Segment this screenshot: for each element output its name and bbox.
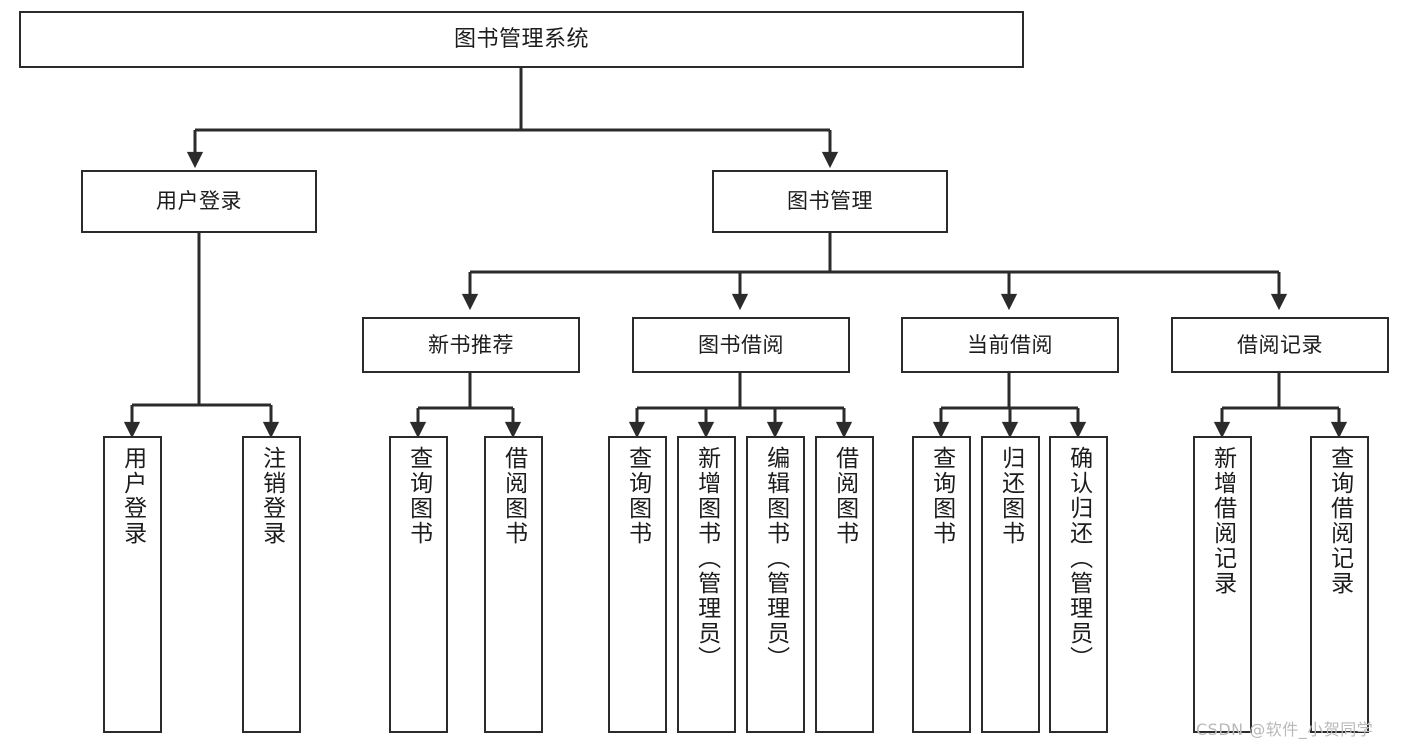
leaf-book-borrow-add-book-admin[interactable]: 新增图书（管理员） bbox=[677, 436, 736, 733]
node-label: 查询借阅记录 bbox=[1326, 446, 1353, 596]
node-label: 借阅图书 bbox=[831, 446, 858, 546]
node-user-login[interactable]: 用户登录 bbox=[81, 170, 317, 233]
node-label: 借阅记录 bbox=[1237, 332, 1323, 357]
node-label: 编辑图书（管理员） bbox=[762, 446, 789, 671]
node-label: 用户登录 bbox=[156, 189, 242, 214]
leaf-borrow-record-add-record[interactable]: 新增借阅记录 bbox=[1193, 436, 1252, 733]
node-book-management-system[interactable]: 图书管理系统 bbox=[19, 11, 1024, 68]
node-book-management[interactable]: 图书管理 bbox=[712, 170, 948, 233]
leaf-book-borrow-borrow-book[interactable]: 借阅图书 bbox=[815, 436, 874, 733]
node-book-borrowing[interactable]: 图书借阅 bbox=[632, 317, 850, 373]
node-label: 用户登录 bbox=[119, 446, 146, 546]
node-new-book-recommendation[interactable]: 新书推荐 bbox=[362, 317, 580, 373]
node-label: 查询图书 bbox=[624, 446, 651, 546]
node-label: 当前借阅 bbox=[967, 332, 1053, 357]
node-label: 借阅图书 bbox=[500, 446, 527, 546]
node-label: 确认归还（管理员） bbox=[1065, 446, 1092, 671]
csdn-watermark: CSDN @软件_小贺同学 bbox=[1196, 720, 1374, 739]
node-borrowing-records[interactable]: 借阅记录 bbox=[1171, 317, 1389, 373]
node-label: 归还图书 bbox=[997, 446, 1024, 546]
leaf-new-book-borrow-book[interactable]: 借阅图书 bbox=[484, 436, 543, 733]
leaf-book-borrow-query-book[interactable]: 查询图书 bbox=[608, 436, 667, 733]
node-label: 图书管理 bbox=[787, 189, 873, 214]
leaf-current-borrow-confirm-return-admin[interactable]: 确认归还（管理员） bbox=[1049, 436, 1108, 733]
leaf-current-borrow-return-book[interactable]: 归还图书 bbox=[981, 436, 1040, 733]
node-current-borrowing[interactable]: 当前借阅 bbox=[901, 317, 1119, 373]
leaf-borrow-record-query-record[interactable]: 查询借阅记录 bbox=[1310, 436, 1369, 733]
leaf-new-book-query-book[interactable]: 查询图书 bbox=[389, 436, 448, 733]
leaf-book-borrow-edit-book-admin[interactable]: 编辑图书（管理员） bbox=[746, 436, 805, 733]
node-label: 图书借阅 bbox=[698, 332, 784, 357]
leaf-current-borrow-query-book[interactable]: 查询图书 bbox=[912, 436, 971, 733]
node-label: 新书推荐 bbox=[428, 332, 514, 357]
node-label: 查询图书 bbox=[928, 446, 955, 546]
node-label: 查询图书 bbox=[405, 446, 432, 546]
leaf-user-login-login[interactable]: 用户登录 bbox=[103, 436, 162, 733]
leaf-user-login-logout[interactable]: 注销登录 bbox=[242, 436, 301, 733]
node-label: 新增图书（管理员） bbox=[693, 446, 720, 671]
node-label: 新增借阅记录 bbox=[1209, 446, 1236, 596]
node-label: 图书管理系统 bbox=[453, 26, 589, 52]
node-label: 注销登录 bbox=[258, 446, 285, 546]
